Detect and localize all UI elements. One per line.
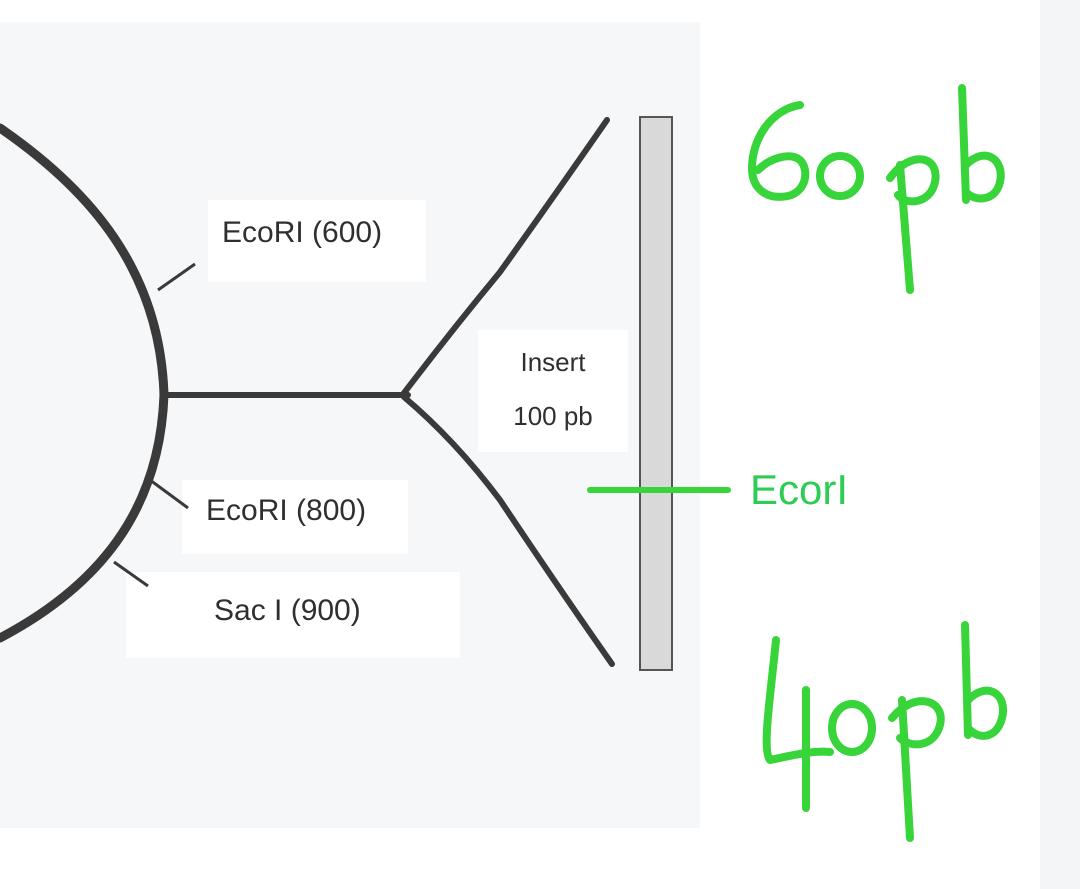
tick-ecori-800 [149,478,189,510]
label-box-insert [478,330,628,452]
tick-saci-900 [113,560,149,588]
fork-upper-arm [401,117,610,396]
handwritten-60pb [748,84,1005,294]
label-box-ecori-600 [208,200,426,282]
label-box-saci-900 [126,572,460,658]
label-box-ecori-800 [182,480,408,554]
handwritten-40pb [762,621,1008,842]
site-label-ecori-800: EcoRI (800) [206,494,367,527]
bottom-fragment-text: 40pb [770,640,792,651]
insert-bar [639,116,673,671]
side-panel [1040,0,1080,889]
insert-label-line2: 100 pb [513,401,593,431]
top-fragment-text: 60pb [760,90,782,101]
plasmid-circle [0,123,169,643]
fork-lower-arm [401,394,615,667]
insert-label-line1: Insert [520,347,586,377]
tick-ecori-600 [157,262,196,292]
site-label-saci-900: Sac I (900) [214,594,361,627]
cut-annotation-label: EcorI [750,466,849,513]
site-label-ecori-600: EcoRI (600) [222,216,383,249]
